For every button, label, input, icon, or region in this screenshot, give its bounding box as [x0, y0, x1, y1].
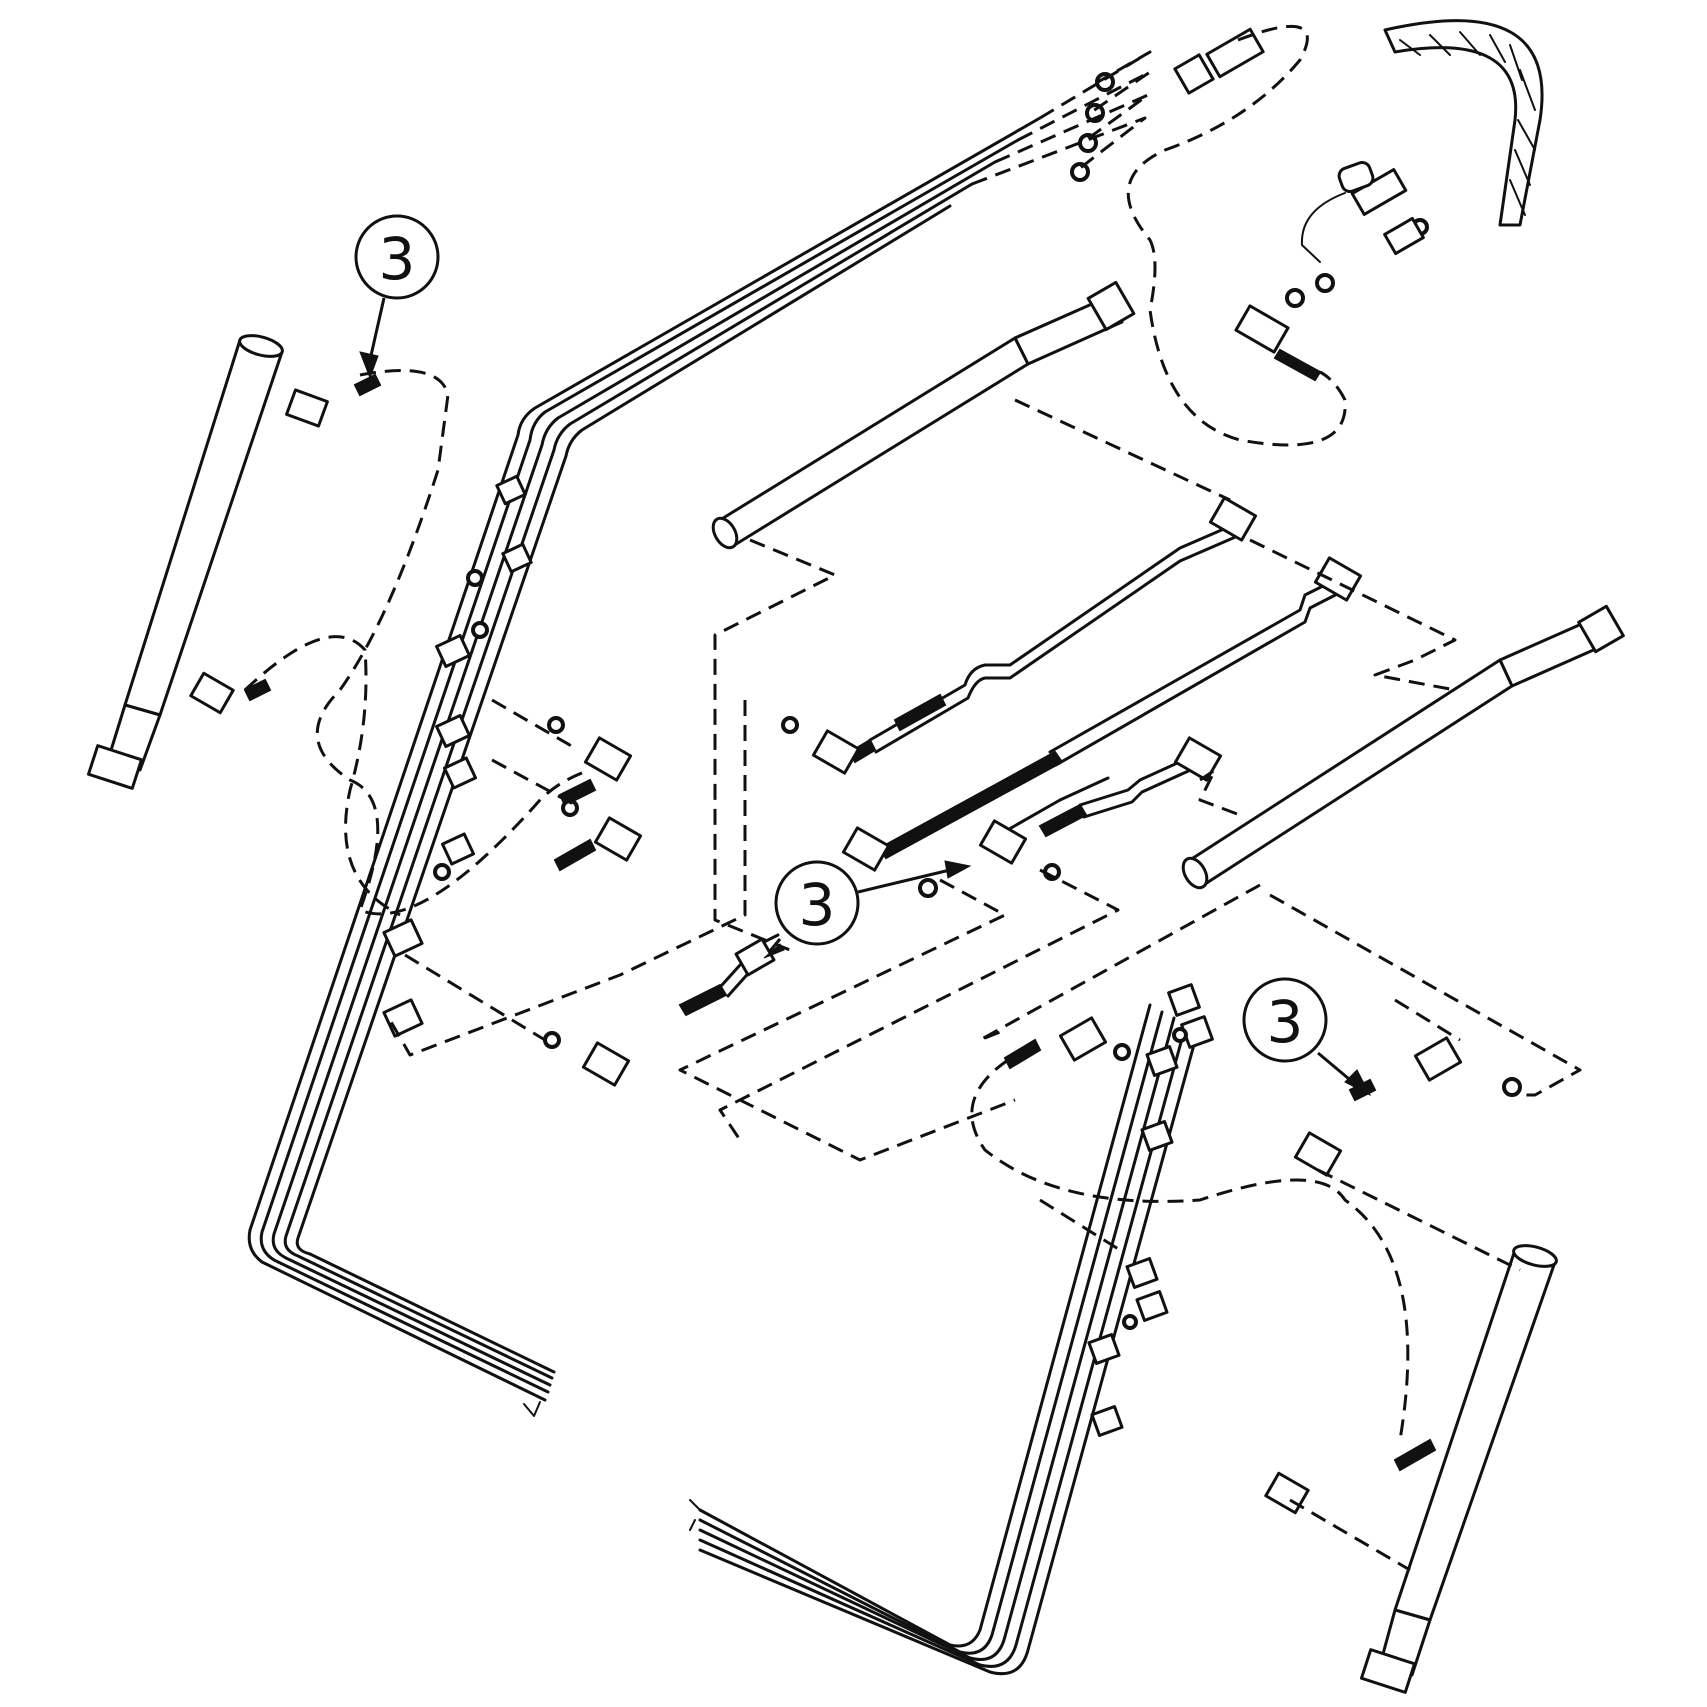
callout-3-top-left: 3: [354, 214, 440, 380]
callout-3-right: 3: [1242, 977, 1372, 1097]
bundle-fittings-left: [382, 474, 1522, 1097]
top-right-fittings: [1070, 27, 1429, 382]
connection-lines: [243, 24, 1582, 1572]
cylinder-middle-right: [1181, 604, 1625, 890]
main-tube-bundle-lower: [689, 1003, 1200, 1676]
braided-hose: [1383, 19, 1544, 227]
cylinder-left: [86, 334, 284, 790]
callout-label: 3: [1267, 988, 1304, 1056]
cylinder-right: [1359, 1244, 1558, 1694]
elbow-fittings: [189, 388, 1463, 1515]
callout-3-center: 3: [763, 860, 972, 959]
callout-label: 3: [379, 225, 416, 293]
bundle-fittings-lower: [1087, 983, 1214, 1437]
hoses: [243, 373, 1437, 1472]
callout-label: 3: [799, 871, 836, 939]
main-tube-bundle-left: [247, 116, 1042, 1417]
cylinder-top-middle: [711, 280, 1136, 550]
